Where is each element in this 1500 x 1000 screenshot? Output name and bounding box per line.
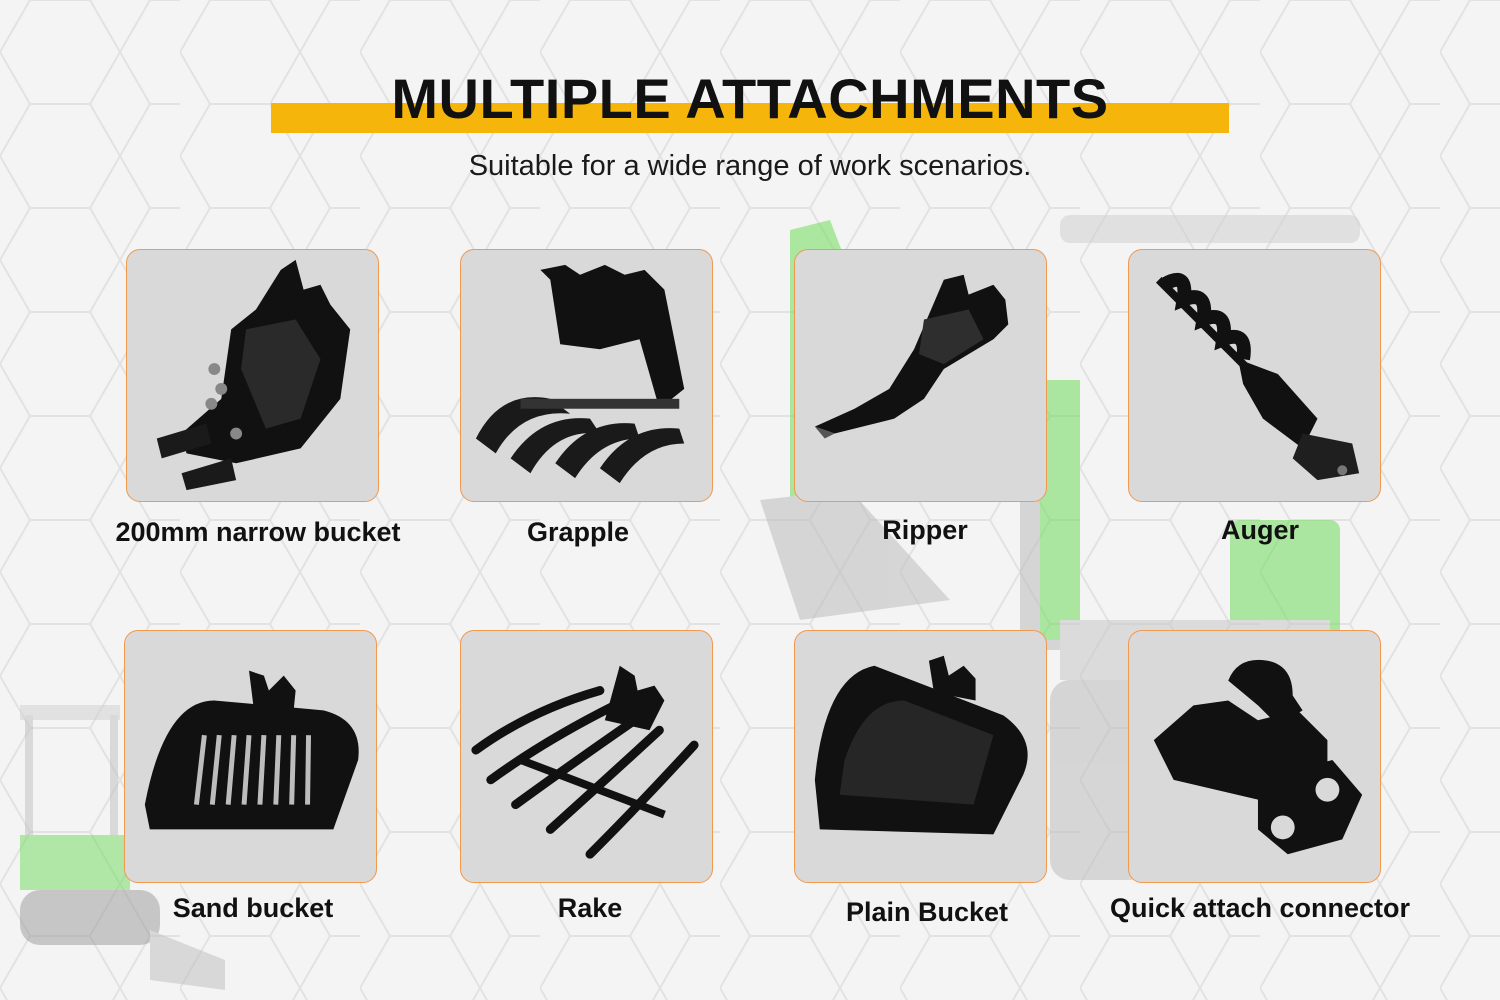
rake-icon (471, 665, 699, 859)
attachment-label: Auger (1220, 515, 1299, 545)
attachment-card-plain-bucket (794, 630, 1047, 883)
ripper-icon (814, 274, 1009, 439)
quick-attach-connector-icon (1153, 659, 1363, 855)
attachment-label: Grapple (526, 517, 630, 547)
narrow-bucket-icon (156, 259, 351, 491)
attachment-card-quick-attach-connector (1128, 630, 1381, 883)
auger-icon (1155, 272, 1360, 481)
plain-bucket-icon (814, 655, 1028, 835)
attachment-label: Sand bucket (172, 893, 334, 923)
grapple-icon (475, 264, 685, 484)
attachment-label: Plain Bucket (845, 897, 1009, 927)
page-title: MULTIPLE ATTACHMENTS (391, 67, 1109, 130)
attachment-card-narrow-bucket (126, 249, 379, 502)
page-subtitle: Suitable for a wide range of work scenar… (468, 150, 1032, 182)
attachment-card-ripper (794, 249, 1047, 502)
attachment-card-rake (460, 630, 713, 883)
title-underline-bar (271, 103, 1229, 133)
attachment-card-auger (1128, 249, 1381, 502)
attachment-label: 200mm narrow bucket (115, 517, 401, 547)
attachment-card-sand-bucket (124, 630, 377, 883)
attachment-label: Quick attach connector (1109, 893, 1411, 923)
sand-bucket-icon (144, 670, 359, 830)
attachment-label: Rake (557, 893, 623, 923)
small-excavator-background-icon (20, 705, 225, 990)
attachment-label: Ripper (882, 515, 968, 545)
attachment-card-grapple (460, 249, 713, 502)
